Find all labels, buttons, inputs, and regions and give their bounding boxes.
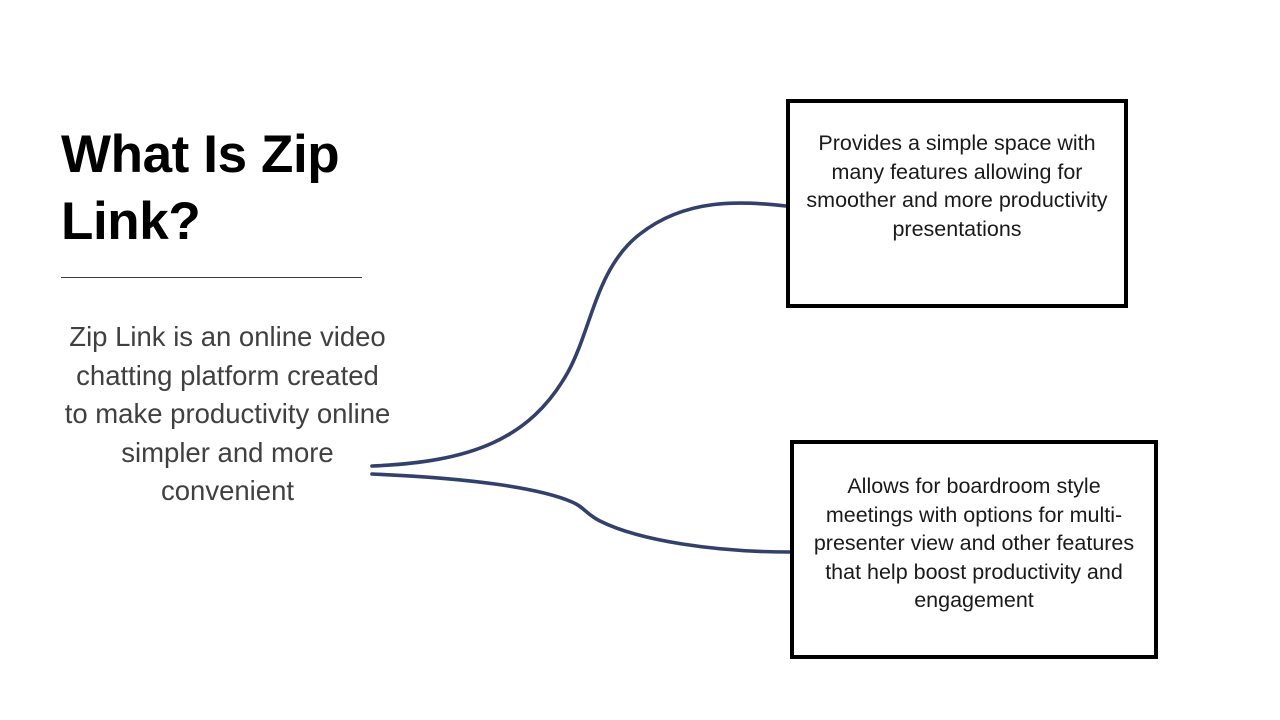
body-block: Zip Link is an online video chatting pla… — [61, 318, 394, 511]
connector-top-curve — [370, 201, 788, 468]
node-box-top-text: Provides a simple space with many featur… — [806, 131, 1108, 241]
node-box-bottom-text: Allows for boardroom style meetings with… — [813, 474, 1135, 613]
node-box-bottom[interactable]: Allows for boardroom style meetings with… — [790, 440, 1158, 659]
page-title: What Is Zip Link? — [61, 125, 340, 251]
node-box-top[interactable]: Provides a simple space with many featur… — [786, 99, 1128, 308]
body-paragraph: Zip Link is an online video chatting pla… — [64, 321, 391, 506]
title-divider — [61, 277, 362, 278]
title-block: What Is Zip Link? — [61, 122, 371, 256]
connector-bottom-curve — [370, 472, 792, 554]
